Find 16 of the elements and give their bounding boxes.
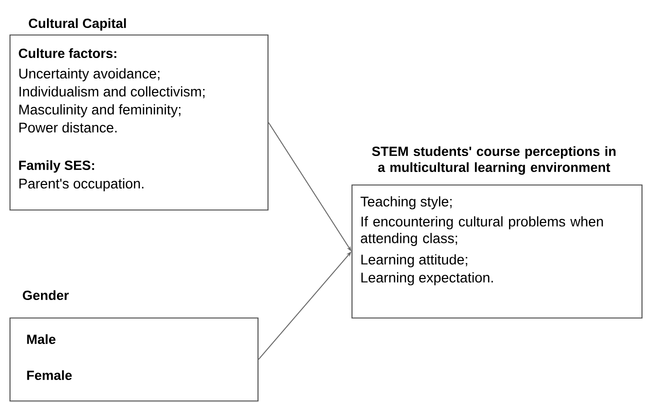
list-item: Individualism and collectivism; — [20, 86, 204, 98]
subheading: Female — [27, 370, 72, 380]
list-item: If encountering cultural problems when attending class; — [360, 216, 603, 246]
list-item: Parent's occupation. — [19, 178, 144, 192]
subheading: Male — [27, 334, 56, 344]
list-item: Power distance. — [19, 122, 117, 133]
group-heading: Gender — [22, 290, 69, 300]
list-item: Teaching style; — [360, 196, 452, 210]
list-item: Uncertainty avoidance; — [19, 68, 160, 82]
subheading: Culture factors: — [18, 48, 116, 58]
group-heading: Cultural Capital — [28, 18, 126, 31]
box-title: STEM students' course perceptions in a multicultural learning environment — [372, 146, 616, 175]
subheading: Family SES: — [19, 160, 94, 173]
list-item: Learning expectation. — [361, 272, 493, 286]
list-item: Masculinity and femininity; — [19, 104, 180, 118]
list-item: Learning attitude; — [361, 254, 468, 268]
